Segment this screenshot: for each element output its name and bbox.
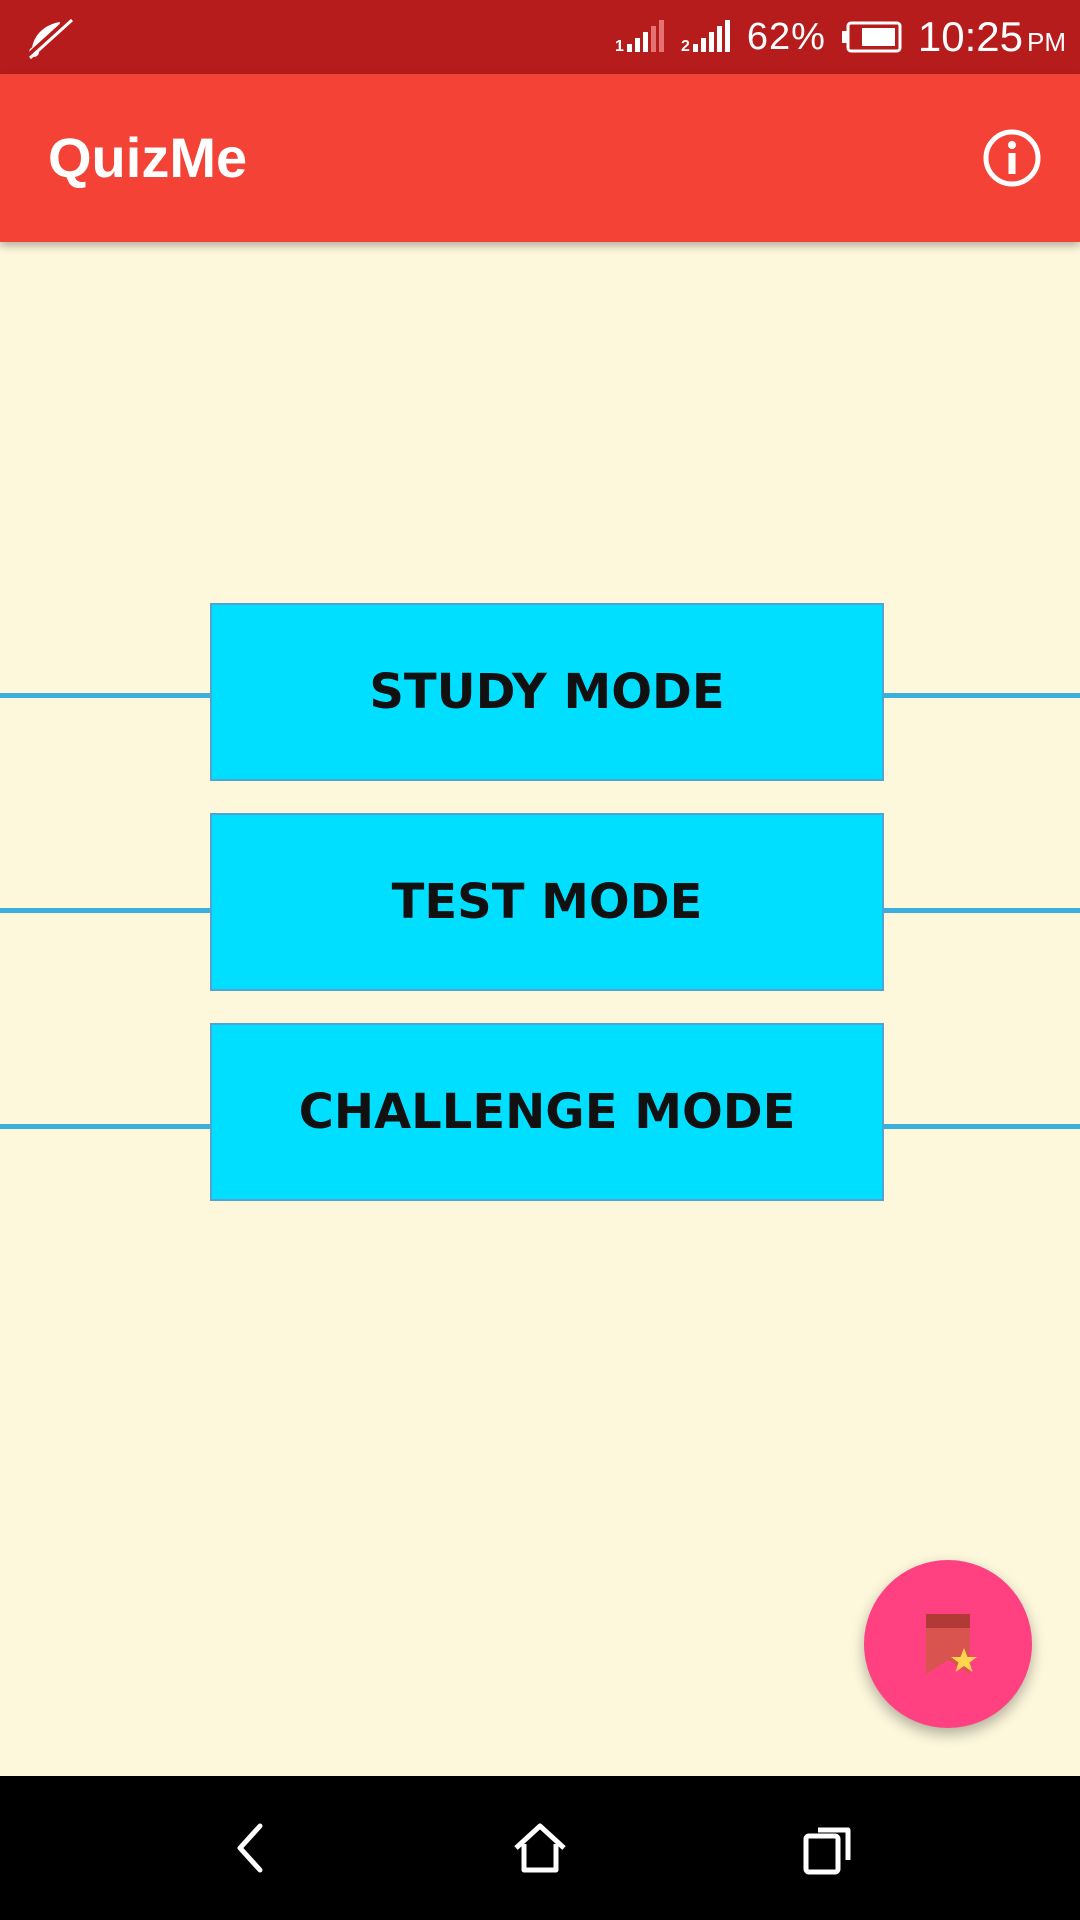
battery-icon (841, 21, 902, 53)
back-icon (237, 1823, 263, 1873)
battery-percent: 62% (746, 15, 826, 58)
home-icon (514, 1823, 566, 1873)
bookmark-fab-button[interactable] (864, 1560, 1032, 1728)
recent-apps-button[interactable] (788, 1808, 868, 1888)
signal-sim2-icon: 2 (681, 20, 730, 54)
test-mode-button[interactable]: TEST MODE (210, 813, 884, 991)
back-button[interactable] (212, 1808, 292, 1888)
challenge-mode-button[interactable]: CHALLENGE MODE (210, 1023, 884, 1201)
svg-text:2: 2 (681, 38, 690, 54)
app-bar: QuizMe (0, 74, 1080, 242)
home-button[interactable] (500, 1808, 580, 1888)
bookmark-star-icon (926, 1614, 977, 1674)
study-mode-button[interactable]: STUDY MODE (210, 603, 884, 781)
navigation-bar (0, 1776, 1080, 1920)
info-icon[interactable] (982, 128, 1042, 188)
svg-text:1: 1 (615, 38, 624, 54)
clock-time: 10:25 (917, 13, 1023, 60)
clock-ampm: PM (1027, 27, 1066, 57)
app-title: QuizMe (48, 126, 248, 189)
muted-notification-icon (26, 16, 74, 60)
recent-apps-icon (803, 1827, 851, 1875)
signal-sim1-icon: 1 (615, 20, 664, 54)
